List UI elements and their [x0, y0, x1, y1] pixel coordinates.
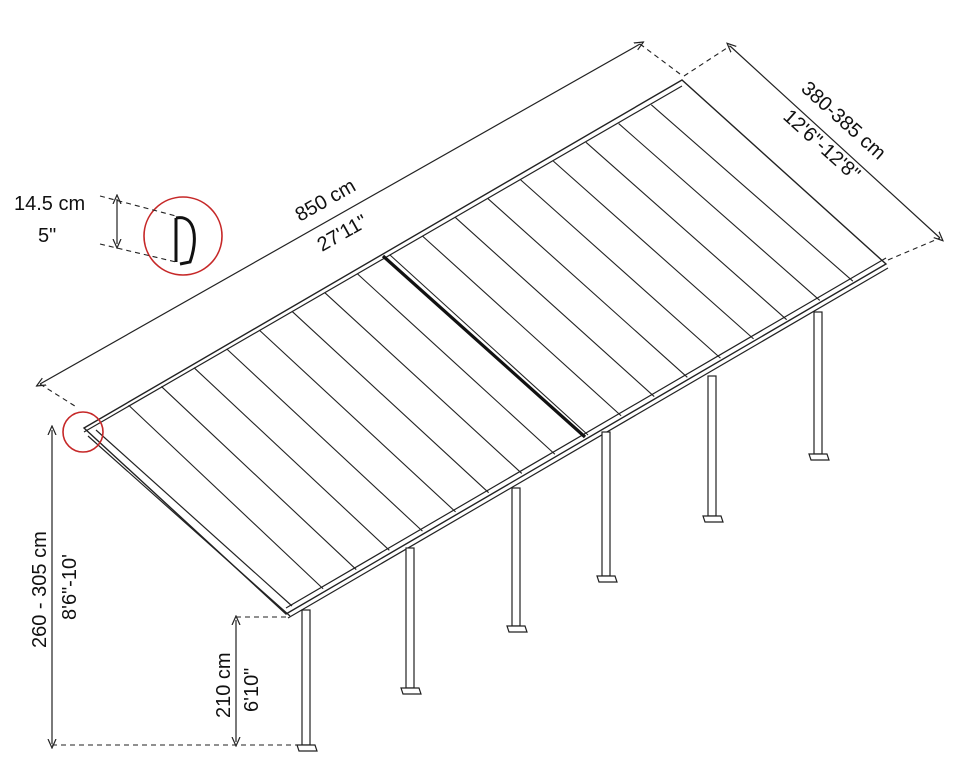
low-height-ft-label: 6'10": [241, 668, 263, 712]
roof-panel-line: [618, 123, 821, 301]
height-cm-label: 260 - 305 cm: [29, 531, 51, 648]
post-foot: [296, 744, 318, 752]
left-side-beam: [87, 435, 291, 617]
gutter-detail-callout: [143, 196, 223, 276]
post-foot: [702, 515, 724, 523]
height-ft-label: 8'6"-10': [59, 554, 81, 620]
roof-panel-line: [160, 386, 357, 570]
post-foot: [506, 625, 528, 633]
low-height-dimension: 210 cm 6'10": [213, 617, 286, 742]
gutter-profile-icon: [174, 216, 196, 266]
support-post: [301, 609, 311, 746]
post-foot: [596, 575, 618, 583]
support-post: [405, 547, 415, 689]
corner-detail-callout: [62, 411, 104, 453]
low-height-cm-label: 210 cm: [213, 652, 235, 718]
roof-panel-line: [193, 367, 390, 551]
front-gutter-lower: [287, 267, 889, 619]
support-post: [813, 311, 823, 455]
length-ft-label: 27'11": [314, 211, 372, 257]
left-side-beam-inner: [95, 429, 293, 607]
post-foot: [808, 453, 830, 461]
roof-panel-line: [128, 404, 324, 590]
gutter-cm-label: 14.5 cm: [14, 193, 85, 215]
support-post: [601, 431, 611, 577]
support-posts: [296, 311, 830, 752]
gutter-in-label: 5": [38, 225, 56, 247]
gutter-detail: 14.5 cm 5": [14, 193, 223, 276]
support-post: [707, 375, 717, 517]
support-post: [511, 487, 521, 627]
roof: [82, 79, 889, 619]
post-foot: [400, 687, 422, 695]
height-dimension: 260 - 305 cm 8'6"-10': [29, 430, 300, 745]
